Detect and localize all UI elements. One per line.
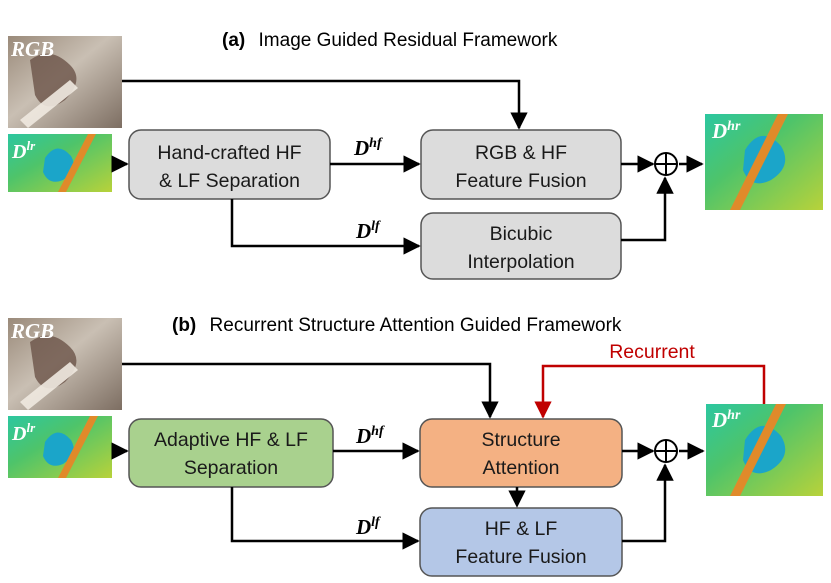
arrow-lf-a	[230, 199, 421, 255]
recurrent-loop-arrow	[534, 364, 766, 419]
arrows-panel-b	[111, 362, 705, 550]
sum-node-a	[654, 152, 678, 176]
box-handcrafted-separation-line1: Hand-crafted HF	[157, 142, 301, 164]
depth-lr-label-b: Dlr	[11, 420, 36, 445]
dhf-label-b: Dhf	[355, 424, 385, 448]
box-hf-lf-fusion-line1: HF & LF	[485, 518, 558, 540]
rgb-label-b: RGB	[10, 319, 54, 343]
panel-a-title-text: Image Guided Residual Framework	[259, 30, 558, 51]
depth-hr-label-b: Dhr	[711, 408, 741, 432]
sum-node-b	[654, 439, 678, 463]
depth-hr-image-a: Dhr	[705, 114, 823, 210]
recurrent-label: Recurrent	[609, 341, 695, 363]
box-handcrafted-separation-line2: & LF Separation	[159, 170, 300, 192]
dhf-label-a: Dhf	[353, 136, 383, 160]
arrow-bicubic-to-sum-a	[621, 176, 674, 242]
panel-a-title-tag: (a)	[222, 30, 245, 51]
box-bicubic-line1: Bicubic	[490, 223, 553, 245]
arrow-rgb-to-fusion-a	[122, 79, 528, 130]
panel-b-title-text: Recurrent Structure Attention Guided Fra…	[210, 315, 622, 336]
panel-a-title: (a) Image Guided Residual Framework	[222, 30, 558, 51]
box-structure-attention-line2: Attention	[483, 457, 560, 479]
box-adaptive-separation-line1: Adaptive HF & LF	[154, 429, 308, 451]
box-adaptive-separation-line2: Separation	[184, 457, 278, 479]
rgb-image-b: RGB	[8, 318, 122, 410]
dlf-label-a: Dlf	[355, 219, 381, 243]
depth-hr-image-b: Dhr	[706, 404, 823, 496]
dlf-label-b: Dlf	[355, 515, 381, 539]
arrow-lf-b	[230, 487, 420, 550]
box-structure-attention	[419, 418, 623, 488]
box-rgb-hf-fusion-line1: RGB & HF	[475, 142, 567, 164]
box-structure-attention-line1: Structure	[481, 429, 560, 451]
depth-lr-image-b: Dlr	[8, 416, 112, 478]
arrow-rgb-to-attention-b	[122, 362, 499, 419]
depth-lr-image-a: Dlr	[8, 134, 112, 192]
panel-b-title-tag: (b)	[172, 315, 196, 336]
box-hf-lf-fusion-line2: Feature Fusion	[455, 546, 586, 568]
box-rgb-hf-fusion-line2: Feature Fusion	[455, 170, 586, 192]
arrow-fusion-to-sum-b	[622, 463, 674, 543]
depth-hr-label-a: Dhr	[711, 119, 741, 143]
arrows-panel-a	[111, 79, 704, 255]
depth-lr-label-a: Dlr	[11, 138, 36, 163]
rgb-label-a: RGB	[10, 37, 54, 61]
box-bicubic-line2: Interpolation	[467, 251, 574, 273]
rgb-image-a: RGB	[8, 36, 122, 128]
panel-b-title: (b) Recurrent Structure Attention Guided…	[172, 315, 622, 336]
box-bicubic-interpolation	[420, 212, 622, 280]
